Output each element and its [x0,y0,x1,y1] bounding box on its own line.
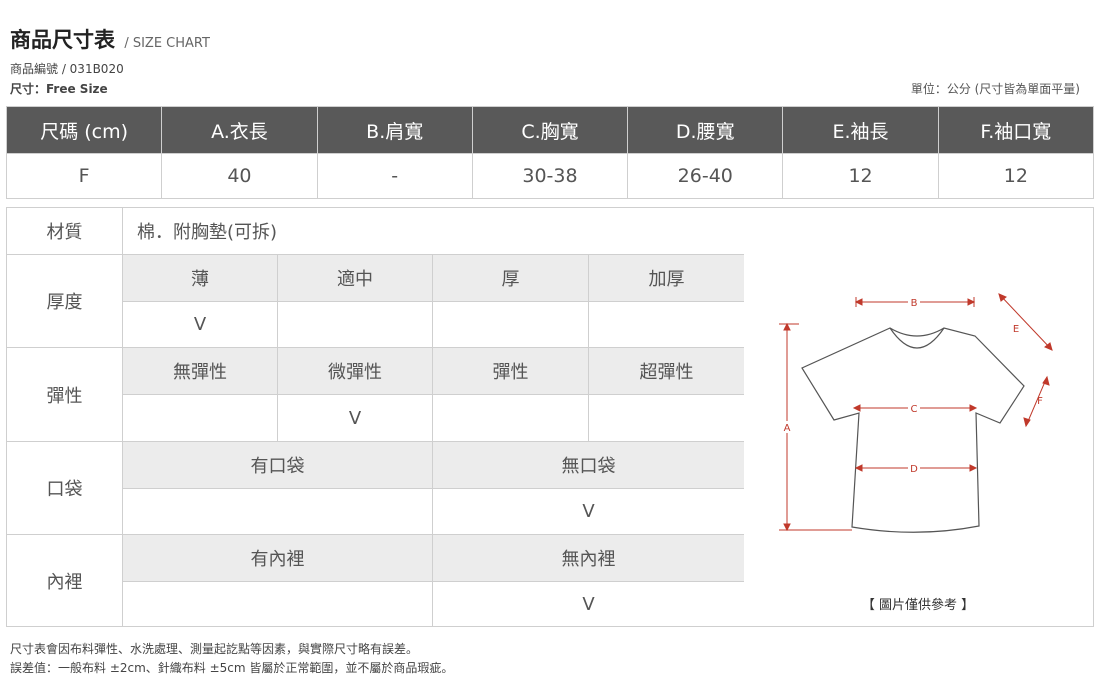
pocket-option: 無口袋 [433,442,744,489]
elasticity-label: 彈性 [7,348,123,442]
size-header-cell: 尺碼 (cm) [5,106,163,154]
size-header-cell: E.袖長 [782,106,939,154]
elasticity-option: 超彈性 [589,348,744,395]
lining-label: 內裡 [7,535,123,626]
lining-option: 有內裡 [123,535,433,582]
elasticity-mark: V [278,395,433,442]
size-line: 尺寸：Free Size [10,82,108,96]
details-grid: 材質 棉．附胸墊(可拆) 厚度 薄 適中 厚 加厚 V 彈性 無彈性 微彈性 彈… [6,207,744,627]
size-cell: 30-38 [471,153,629,199]
footnote-1: 尺寸表會因布料彈性、水洗處理、測量起訖點等因素，與實際尺寸略有誤差。 [10,642,419,656]
elasticity-option: 微彈性 [278,348,433,395]
garment-illustration: B C D A E F [779,293,1053,533]
pocket-mark [123,489,433,535]
lining-mark: V [433,582,744,626]
thickness-option: 厚 [433,255,589,302]
elasticity-option: 彈性 [433,348,589,395]
neckline [889,327,945,349]
thickness-mark [433,302,589,348]
size-header-cell: F.袖口寬 [937,106,1095,154]
label-c: C [911,404,918,415]
size-cell: 26-40 [627,153,784,199]
material-value: 棉．附胸墊(可拆) [123,208,744,255]
footnote-2: 誤差值：一般布料 ±2cm、針織布料 ±5cm 皆屬於正常範圍，並不屬於商品瑕疵… [10,661,454,675]
thickness-option: 薄 [123,255,278,302]
size-table: 尺碼 (cm) A.衣長 B.肩寬 C.胸寬 D.腰寬 E.袖長 F.袖口寬 F… [5,106,1095,199]
size-cell: 12 [937,153,1095,199]
size-header-cell: C.胸寬 [471,106,629,154]
size-table-row: F 40 - 30-38 26-40 12 12 [5,153,1095,199]
thickness-label: 厚度 [7,255,123,348]
thickness-mark [278,302,433,348]
size-cell: F [5,153,163,199]
label-b: B [911,298,918,309]
size-table-header-row: 尺碼 (cm) A.衣長 B.肩寬 C.胸寬 D.腰寬 E.袖長 F.袖口寬 [5,106,1095,154]
garment-outline [801,327,1025,533]
page-subtitle: / SIZE CHART [124,36,210,51]
page-title: 商品尺寸表 / SIZE CHART [10,24,210,54]
pocket-option: 有口袋 [123,442,433,489]
label-f: F [1037,396,1043,407]
lining-option: 無內裡 [433,535,744,582]
thickness-option: 適中 [278,255,433,302]
elasticity-mark [433,395,589,442]
product-code: 商品編號 / 031B020 [10,62,124,76]
size-header-cell: A.衣長 [161,106,318,154]
unit-note: 單位：公分 (尺寸皆為單面平量) [910,82,1080,96]
lining-mark [123,582,433,626]
thickness-mark: V [123,302,278,348]
thickness-option: 加厚 [589,255,744,302]
size-header-cell: D.腰寬 [627,106,784,154]
size-cell: - [316,153,473,199]
label-e: E [1013,324,1019,335]
elasticity-option: 無彈性 [123,348,278,395]
label-a: A [784,423,791,434]
diagram-caption: 【 圖片僅供參考 】 [861,598,975,613]
pocket-mark: V [433,489,744,535]
page-title-text: 商品尺寸表 [10,28,115,52]
material-label: 材質 [7,208,123,255]
thickness-mark [589,302,744,348]
label-d: D [910,464,918,475]
elasticity-mark [589,395,744,442]
elasticity-mark [123,395,278,442]
size-header-cell: B.肩寬 [316,106,473,154]
size-cell: 40 [161,153,318,199]
pocket-label: 口袋 [7,442,123,535]
size-cell: 12 [782,153,939,199]
garment-diagram: B C D A E F 【 圖片僅供參考 】 [744,207,1094,627]
